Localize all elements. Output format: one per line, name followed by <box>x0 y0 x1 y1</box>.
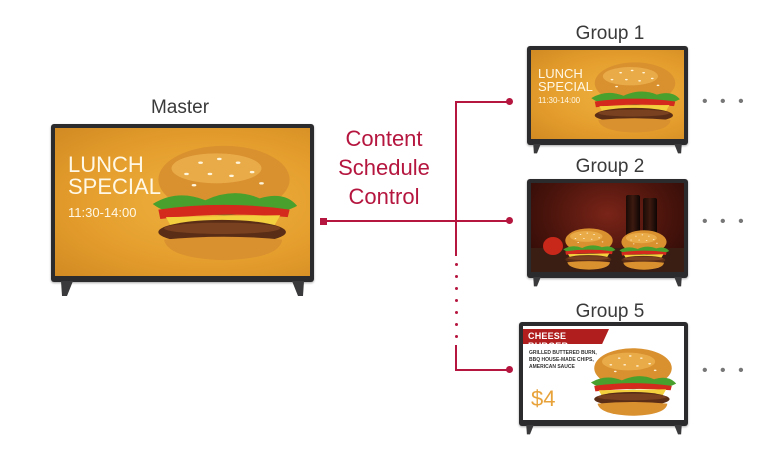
burger-image <box>561 227 617 271</box>
connector-group-5-dot <box>506 366 513 373</box>
group-2-label: Group 2 <box>575 156 645 177</box>
group-1-tv: LUNCH SPECIAL 11:30-14:00 <box>527 46 688 145</box>
ellipsis-dot <box>455 311 458 314</box>
tomato <box>543 237 563 255</box>
bus-vertical-line-lower <box>455 345 457 371</box>
control-line1: Content <box>345 126 423 151</box>
ellipsis-dot <box>455 323 458 326</box>
ellipsis-dot <box>455 299 458 302</box>
group-1-stand-right <box>674 144 682 154</box>
master-screen-line2: SPECIAL <box>68 174 161 199</box>
burger-image <box>585 346 681 418</box>
connector-group-2-dot <box>506 217 513 224</box>
menu-desc-line: GRILLED BUTTERED BURN, <box>529 350 597 356</box>
more-indicator: • • • <box>702 362 748 379</box>
group-5-screen: CHEESE BURGER GRILLED BUTTERED BURN, BBQ… <box>523 326 684 420</box>
master-screen-line1: LUNCH <box>68 152 144 177</box>
master-connector-square <box>320 218 327 225</box>
connector-group-1-dot <box>506 98 513 105</box>
group-1-screen-line2: SPECIAL <box>538 79 593 94</box>
master-screen: LUNCH SPECIAL 11:30-14:00 <box>55 128 310 276</box>
ellipsis-dot <box>455 263 458 266</box>
burger-image <box>611 229 677 271</box>
master-label: Master <box>150 97 210 118</box>
menu-description: GRILLED BUTTERED BURN, BBQ HOUSE-MADE CH… <box>529 350 597 371</box>
control-line2: Schedule <box>338 155 430 180</box>
connector-group-5 <box>455 369 509 371</box>
master-screen-time: 11:30-14:00 <box>68 205 137 220</box>
group-5-stand-right <box>674 425 682 435</box>
menu-banner-text: CHEESE BURGER <box>528 331 569 351</box>
group-2-tv <box>527 179 688 278</box>
connector-group-2 <box>455 220 509 222</box>
group-5-label: Group 5 <box>575 301 645 322</box>
group-1-stand-left <box>533 144 541 154</box>
group-1-screen-time: 11:30-14:00 <box>538 96 581 105</box>
more-indicator: • • • <box>702 93 748 110</box>
bus-vertical-line <box>455 101 457 256</box>
control-label: Content Schedule Control <box>326 124 442 211</box>
master-connector-line <box>327 220 456 222</box>
group-1-label: Group 1 <box>575 23 645 44</box>
control-line3: Control <box>348 184 420 209</box>
burger-image <box>589 60 681 135</box>
group-1-screen: LUNCH SPECIAL 11:30-14:00 <box>531 50 684 139</box>
group-2-screen <box>531 183 684 272</box>
ellipsis-dot <box>455 275 458 278</box>
master-tv: LUNCH SPECIAL 11:30-14:00 <box>51 124 314 282</box>
ellipsis-dot <box>455 287 458 290</box>
group-1-screen-line1: LUNCH <box>538 66 583 81</box>
group-5-tv: CHEESE BURGER GRILLED BUTTERED BURN, BBQ… <box>519 322 688 426</box>
more-indicator: • • • <box>702 213 748 230</box>
group-5-stand-left <box>526 425 534 435</box>
burger-image <box>149 142 299 264</box>
group-2-stand-right <box>674 277 682 287</box>
group-2-stand-left <box>533 277 541 287</box>
menu-desc-line: AMERICAN SAUCE <box>529 364 575 370</box>
master-stand-right <box>292 281 304 296</box>
connector-group-1 <box>455 101 509 103</box>
menu-desc-line: BBQ HOUSE-MADE CHIPS, <box>529 357 594 363</box>
menu-banner: CHEESE BURGER <box>523 329 609 344</box>
ellipsis-dot <box>455 335 458 338</box>
master-stand-left <box>61 281 73 296</box>
menu-price: $4 <box>531 386 556 411</box>
